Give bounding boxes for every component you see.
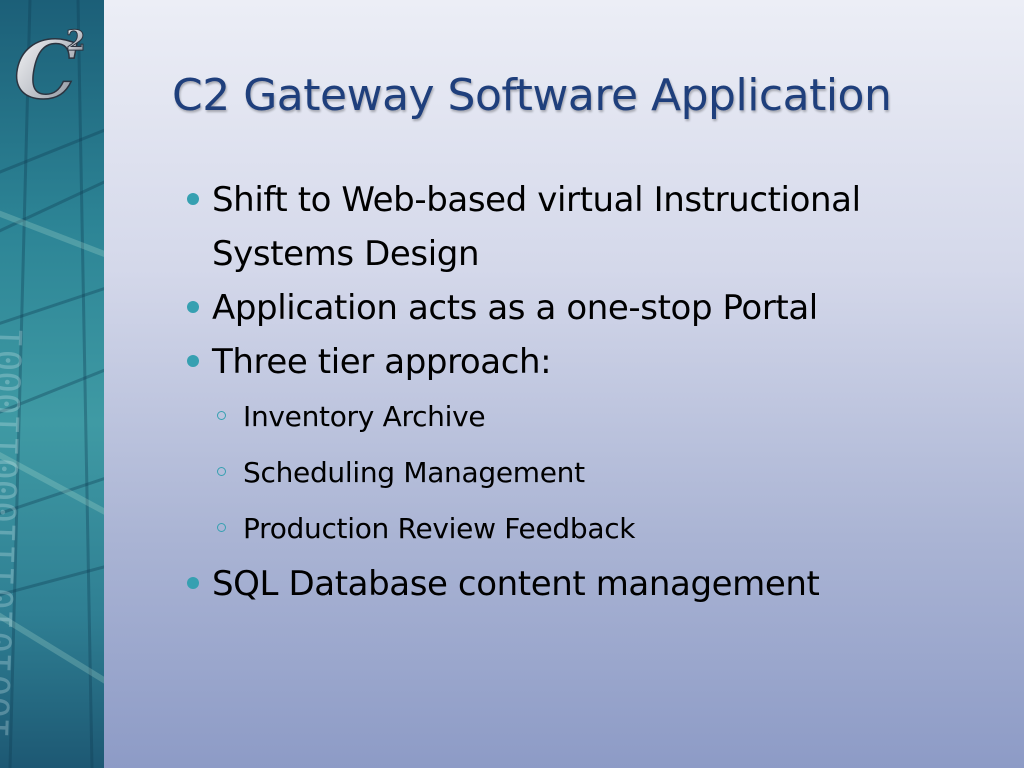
sub-bullet-text: Inventory Archive [243,400,486,433]
binary-watermark: 1001010111000110001 [0,327,31,740]
slide-title: C2 Gateway Software Application [172,70,892,121]
sub-bullet-item-scheduling: Scheduling Management [184,445,974,501]
c2-logo: C [14,23,78,117]
filled-circle-bullet-icon [187,577,199,589]
hollow-circle-bullet-icon [217,411,226,420]
sidebar-pattern: 1001010111000110001 C 2 [0,0,104,768]
bullet-list: Shift to Web-based virtual Instructional… [184,173,974,611]
sub-bullet-text: Scheduling Management [243,456,585,489]
sub-bullet-item-inventory: Inventory Archive [184,389,974,445]
sub-bullet-text: Production Review Feedback [243,512,636,545]
filled-circle-bullet-icon [187,301,199,313]
filled-circle-bullet-icon [187,193,199,205]
bullet-text: SQL Database content management [212,564,820,604]
hollow-circle-bullet-icon [217,523,226,532]
filled-circle-bullet-icon [187,355,199,367]
film-strip-pattern [0,0,104,768]
bullet-text: Three tier approach: [212,342,552,382]
bullet-item-portal: Application acts as a one-stop Portal [184,281,974,335]
c2-logo-superscript: 2 [66,24,85,57]
bullet-item-sql: SQL Database content management [184,557,974,611]
bullet-text: Shift to Web-based virtual Instructional… [212,180,861,274]
light-streaks [0,210,104,684]
bullet-item-three-tier: Three tier approach: [184,335,974,389]
decorative-sidebar: 1001010111000110001 C 2 [0,0,104,768]
hollow-circle-bullet-icon [217,467,226,476]
bullet-text: Application acts as a one-stop Portal [212,288,818,328]
bullet-item-shift: Shift to Web-based virtual Instructional… [184,173,974,281]
sub-bullet-item-production: Production Review Feedback [184,501,974,557]
